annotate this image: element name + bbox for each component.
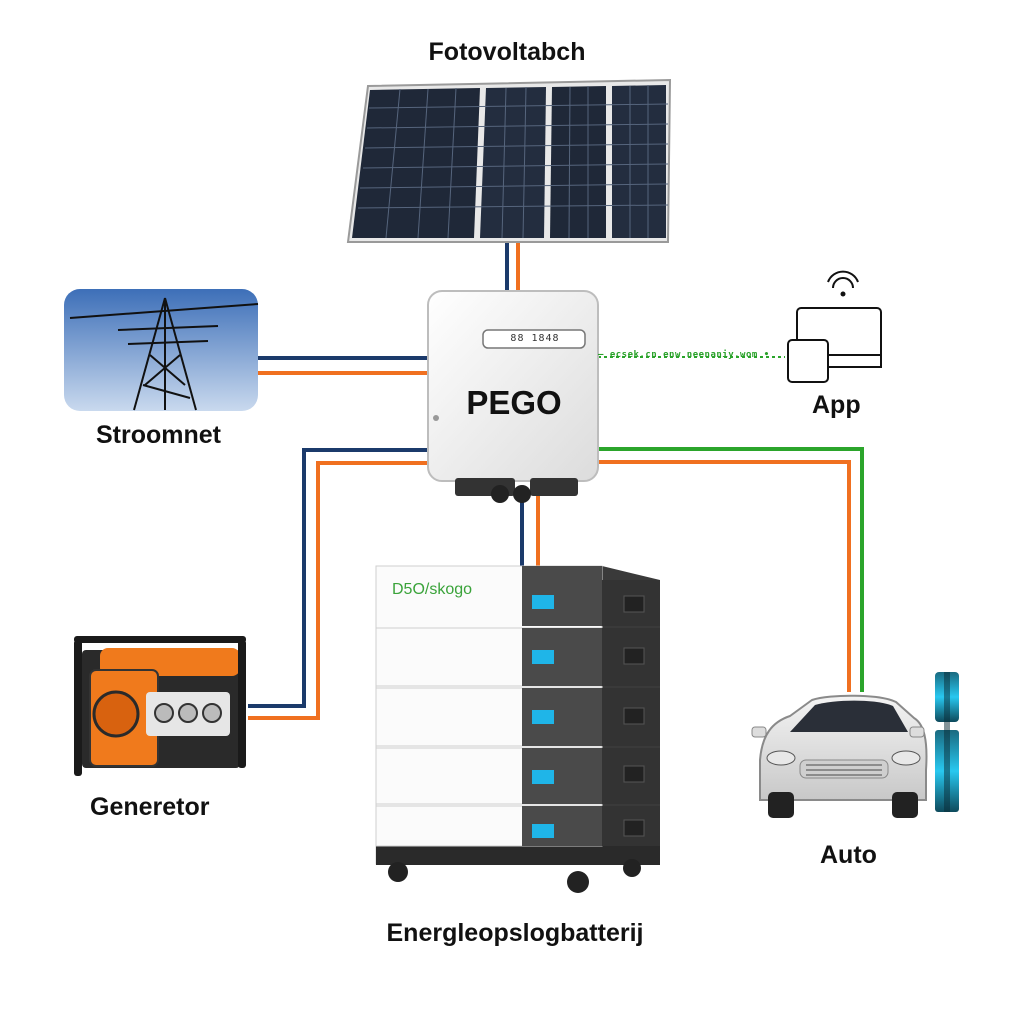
- car-icon: [751, 694, 928, 818]
- generator-icon: [74, 636, 246, 776]
- solar-cell-1: [352, 88, 480, 238]
- battery-indicator: [532, 650, 554, 664]
- power-grid-tower-icon: [64, 289, 259, 411]
- battery-module-3: [375, 687, 660, 747]
- inverter-display: [482, 329, 586, 349]
- pego-inverter: [427, 290, 599, 503]
- battery-brand: D5O/skogo: [392, 581, 473, 598]
- wire-car-data: [598, 447, 864, 692]
- inverter-screw: [433, 415, 439, 421]
- battery-module-1: [522, 566, 660, 626]
- app-device-icon: [787, 270, 882, 383]
- battery-indicator: [532, 595, 554, 609]
- battery-indicator: [532, 824, 554, 838]
- wifi-icon: [827, 270, 859, 289]
- battery-indicator: [532, 770, 554, 784]
- grid-label: Stroomnet: [96, 421, 221, 449]
- battery-module-2: [375, 627, 660, 687]
- app-label: App: [812, 391, 861, 419]
- wires: [248, 243, 864, 720]
- wire-car-positive: [598, 460, 851, 692]
- inverter-brand: PEGO: [466, 384, 562, 421]
- solar-cell-4: [612, 85, 666, 238]
- battery-indicator: [532, 710, 554, 724]
- wire-generator-negative: [248, 448, 428, 708]
- solar-cell-2: [480, 87, 546, 238]
- battery-module-4: [375, 747, 660, 805]
- solar-label: Fotovoltabch: [428, 38, 586, 66]
- inverter-display-text: 88 1848: [510, 333, 560, 344]
- battery-label: Energleopslogbatterij: [386, 919, 644, 947]
- inverter-port-right: [530, 478, 578, 496]
- app-link-text: — ecsek.cn enw neenaniy.wom •: [598, 350, 770, 360]
- generator-label: Generetor: [90, 793, 210, 821]
- car-label: Auto: [820, 841, 877, 869]
- solar-cell-3: [550, 86, 606, 238]
- ev-charger-icon: [935, 672, 959, 812]
- battery-module-5: [375, 805, 660, 847]
- solar-panel: [346, 78, 672, 243]
- wire-generator-positive: [248, 461, 428, 720]
- energy-storage-battery: [375, 565, 660, 893]
